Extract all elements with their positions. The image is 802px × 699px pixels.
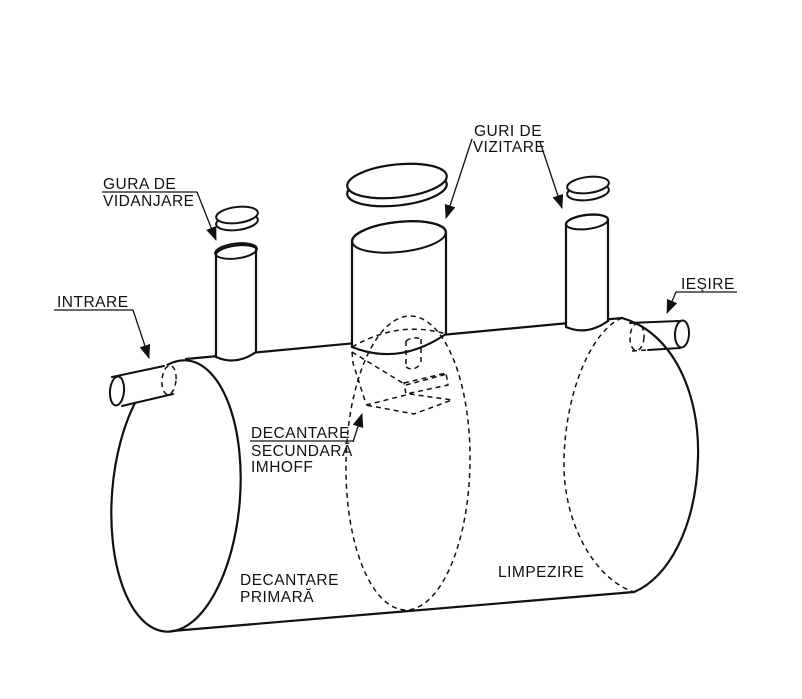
manhole-right-body [564,213,610,332]
outlet-pipe-top [629,320,680,324]
manhole-center-base-hidden [351,328,447,348]
manhole-center [346,162,448,356]
leader-intrare [132,309,151,359]
label-guri-de-vizitare-line2: VIZITARE [473,139,546,156]
outlet-pipe [629,318,691,352]
label-decantare-primara-line1: DECANTARE [240,572,339,589]
vidanjare-riser-body [214,243,258,362]
imhoff-tube [405,337,422,370]
interior-hidden-lines [345,315,471,611]
tank-body [110,316,636,633]
tank-right-endcap-front [620,316,700,594]
leader-vizitare-left [444,138,473,219]
tank-left-endcap [110,359,242,633]
inlet-pipe [108,364,177,407]
leader-iesire [666,291,678,314]
outlet-pipe-mouth [673,319,691,349]
vidanjare-riser [214,205,259,362]
imhoff-cone [351,337,453,415]
leader-vidanjare [196,191,217,241]
manhole-center-lid-top [346,162,448,200]
label-guri-de-vizitare-line1: GURI DE [474,123,542,140]
inlet-pipe-bottom [121,393,174,407]
manhole-right-top-rim [565,213,609,231]
imhoff-left-edge [351,351,367,405]
manhole-center-body [350,220,448,356]
vidanjare-lid-top [215,205,259,225]
manhole-right-lid-top [566,175,610,195]
label-decantare-secundara-line1: DECANTARE [251,425,350,442]
inlet-pipe-inner-end [161,364,177,396]
inlet-pipe-top [111,365,165,378]
outlet-pipe-fill [630,318,688,352]
label-decantare-secundara-line2: SECUNDARĂ [251,443,353,460]
labels: GURI DE VIZITARE GURA DE VIDANJARE INTRA… [57,123,735,606]
outlet-pipe-hidden-bottom [631,349,649,352]
manhole-center-top-rim [351,220,447,254]
tank-right-endcap-hidden [563,317,635,593]
tank-bottom-edge [170,590,636,633]
partition-ellipse [345,315,471,611]
label-limpezire: LIMPEZIRE [498,564,584,581]
label-iesire: IEŞIRE [681,276,735,293]
manhole-right [564,175,610,332]
label-decantare-primara-line2: PRIMARĂ [240,589,314,606]
inlet-pipe-mouth [108,375,126,407]
leader-secundara [352,413,364,443]
label-intrare: INTRARE [57,294,129,311]
vidanjare-riser-top-rim [214,242,258,260]
label-gura-de-vidanjare-line2: VIDANJARE [103,193,195,210]
tank-right-endcap [563,316,700,594]
leader-lines [54,138,737,443]
imhoff-trough [365,393,453,415]
outlet-pipe-bottom [647,347,681,351]
imhoff-funnel-edges [351,351,448,386]
imhoff-channel [403,372,449,395]
label-decantare-secundara-line3: IMHOFF [251,459,313,476]
label-gura-de-vidanjare-line1: GURA DE [103,176,176,193]
leader-vizitare-right [539,141,564,209]
